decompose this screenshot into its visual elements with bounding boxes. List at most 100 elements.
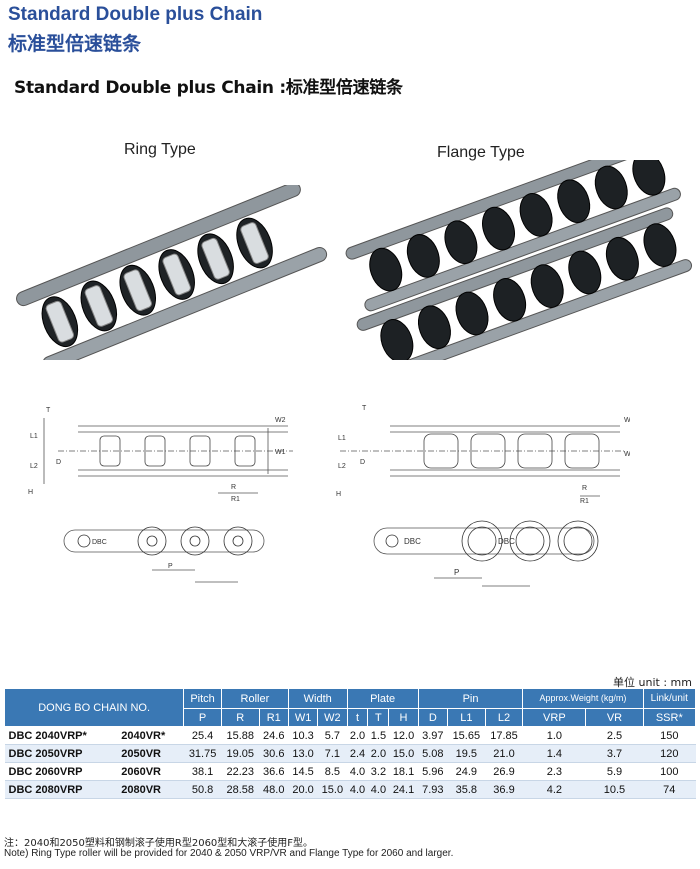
table-cell: 7.1	[317, 744, 348, 763]
sub-header: H	[388, 708, 419, 727]
table-cell: 18.1	[388, 762, 419, 781]
table-cell: 2.4	[347, 744, 368, 763]
table-cell: 1.4	[522, 744, 586, 763]
dbc-mark-flange-right: DBC	[498, 537, 515, 546]
table-cell: 7.93	[418, 780, 448, 799]
table-cell: 3.2	[367, 762, 389, 781]
table-cell: 1.0	[522, 726, 586, 745]
ring-type-label: Ring Type	[124, 141, 196, 158]
dim-label-h: H	[28, 489, 33, 496]
col-header-pin: Pin	[417, 688, 524, 709]
sub-header: W2	[317, 708, 348, 727]
dbc-mark-flange-left: DBC	[404, 537, 421, 546]
table-cell: 4.2	[522, 780, 586, 799]
table-cell: 31.75	[183, 744, 222, 763]
col-header-roller: Roller	[220, 688, 289, 709]
table-cell: 19.05	[221, 744, 260, 763]
col-header-model: DONG BO CHAIN NO.	[3, 688, 185, 727]
table-cell: 2.5	[585, 726, 644, 745]
table-cell: 13.0	[288, 744, 318, 763]
table-cell: 3.7	[585, 744, 644, 763]
sub-header: P	[183, 708, 222, 727]
col-header-weight: Approx.Weight (kg/m)	[522, 688, 644, 709]
flange-type-label: Flange Type	[437, 144, 525, 161]
table-cell: 20.0	[288, 780, 318, 799]
table-cell: 5.9	[585, 762, 644, 781]
table-cell: 24.1	[388, 780, 419, 799]
flange-plan-drawing: T L1 L2 D H R R1 W1 W2	[336, 405, 630, 505]
table-cell: 4.0	[347, 762, 368, 781]
flange-dim-label-w2: W2	[624, 417, 630, 424]
table-cell: 120	[643, 744, 696, 763]
table-cell: 28.58	[221, 780, 260, 799]
sub-header: R1	[258, 708, 289, 727]
note-english: Note) Ring Type roller will be provided …	[4, 848, 454, 859]
table-cell: 5.96	[418, 762, 448, 781]
table-cell: 2.0	[347, 726, 368, 745]
model-vrp: DBC 2050VRP	[4, 744, 122, 763]
flange-chain-photo	[345, 160, 693, 360]
table-cell: 10.3	[288, 726, 318, 745]
flange-dim-label-r1: R1	[580, 498, 589, 505]
flange-side-drawing: DBC DBC P	[373, 520, 599, 587]
sub-header: L2	[484, 708, 524, 727]
table-cell: 14.5	[288, 762, 318, 781]
table-cell: 26.9	[485, 762, 523, 781]
flange-dim-label-d: D	[360, 459, 365, 466]
table-cell: 35.8	[447, 780, 486, 799]
flange-dim-label-l1: L1	[338, 435, 346, 442]
dbc-mark-ring: DBC	[92, 539, 107, 546]
col-header-pitch: Pitch	[183, 688, 222, 709]
flange-dim-label-h: H	[336, 491, 341, 498]
table-cell: 150	[643, 726, 696, 745]
table-cell: 74	[643, 780, 696, 799]
col-header-link: Link/unit	[642, 688, 697, 709]
table-cell: 25.4	[183, 726, 222, 745]
sub-header: W1	[287, 708, 319, 727]
dim-label-d: D	[56, 459, 61, 466]
dim-label-l2: L2	[30, 463, 38, 470]
flange-dim-label-l2: L2	[338, 463, 346, 470]
sub-header: L1	[447, 708, 486, 727]
table-cell: 48.0	[259, 780, 289, 799]
col-header-width: Width	[287, 688, 348, 709]
pitch-label-ring: P	[168, 563, 173, 570]
ring-chain-photo	[16, 185, 328, 360]
dim-label-l1: L1	[30, 433, 38, 440]
table-cell: 4.0	[347, 780, 368, 799]
flange-dim-label-t: T	[362, 405, 367, 412]
page-title-chinese: 标准型倍速链条	[8, 33, 142, 55]
model-vr: 2080VR	[121, 780, 184, 799]
sub-header: SSR*	[642, 708, 697, 727]
flange-dim-label-r: R	[582, 485, 587, 492]
table-cell: 15.0	[317, 780, 348, 799]
model-vrp: DBC 2060VRP	[4, 762, 122, 781]
dim-label-t: T	[46, 407, 51, 414]
sub-header: T	[367, 708, 390, 727]
table-cell: 1.5	[367, 726, 389, 745]
table-cell: 24.9	[447, 762, 486, 781]
section-subtitle: Standard Double plus Chain :标准型倍速链条	[14, 78, 403, 98]
table-cell: 10.5	[585, 780, 644, 799]
model-vrp: DBC 2080VRP	[4, 780, 122, 799]
table-cell: 100	[643, 762, 696, 781]
col-header-plate: Plate	[346, 688, 419, 709]
unit-label: 单位 unit : mm	[613, 676, 692, 689]
model-vrp: DBC 2040VRP*	[4, 726, 122, 745]
table-cell: 50.8	[183, 780, 222, 799]
dim-label-w2: W2	[275, 417, 286, 424]
dim-label-r1: R1	[231, 496, 240, 503]
table-cell: 5.7	[317, 726, 348, 745]
table-cell: 38.1	[183, 762, 222, 781]
table-cell: 21.0	[485, 744, 523, 763]
flange-dim-label-w1: W1	[624, 451, 630, 458]
ring-plan-drawing: T L1 L2 D H R R1 W1 W2	[28, 407, 293, 503]
table-cell: 22.23	[221, 762, 260, 781]
sub-header: R	[220, 708, 260, 727]
dim-label-w1: W1	[275, 449, 286, 456]
pitch-label-flange: P	[454, 568, 459, 577]
table-cell: 8.5	[317, 762, 348, 781]
